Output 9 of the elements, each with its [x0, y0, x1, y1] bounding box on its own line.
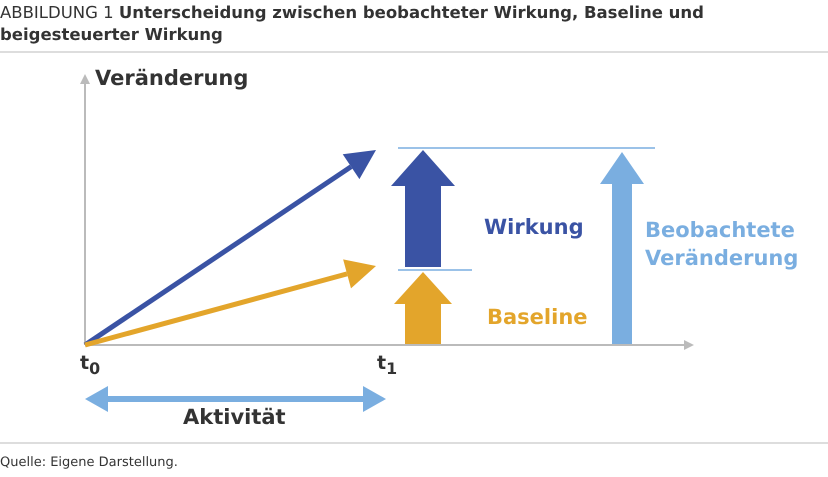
- axis-tick-label: t$_{1}$: [377, 352, 398, 378]
- arrow-label: Baseline: [487, 305, 588, 329]
- axis-label: Veränderung: [95, 66, 248, 90]
- activity-label: Aktivität: [183, 405, 286, 429]
- arrow-label: Wirkung: [484, 215, 584, 239]
- axis-tick-label: t$_{0}$: [80, 352, 100, 378]
- arrow-label: Beobachtete Veränderung: [645, 217, 795, 272]
- figure-title: ABBILDUNG 1 Unterscheidung zwischen beobachteter Wirkung, Baseline und beigesteuerter Wirkung: [0, 2, 705, 46]
- source-note: Quelle: Eigene Darstellung.: [0, 455, 178, 470]
